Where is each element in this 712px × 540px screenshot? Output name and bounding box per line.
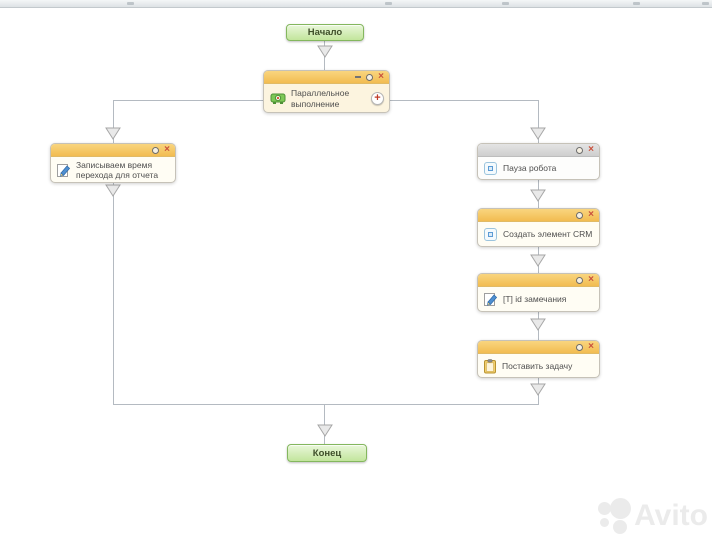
activity-remark-id[interactable]: × [T] id замечания bbox=[477, 273, 600, 312]
parallel-icon bbox=[270, 93, 286, 104]
connector-line bbox=[113, 100, 263, 101]
close-icon[interactable]: × bbox=[588, 209, 594, 220]
avito-watermark: Avito bbox=[598, 498, 708, 534]
task-icon bbox=[484, 358, 496, 373]
close-icon[interactable]: × bbox=[588, 341, 594, 352]
toolbar-remnant-icon bbox=[127, 2, 134, 5]
arrow-down-icon bbox=[530, 127, 546, 140]
activity-header: × bbox=[478, 274, 599, 287]
connector-line bbox=[113, 404, 539, 405]
activity-title: Поставить задачу bbox=[502, 360, 573, 371]
toolbar-remnant-icon bbox=[702, 2, 709, 5]
settings-gear-icon[interactable] bbox=[576, 146, 584, 154]
top-toolbar bbox=[0, 0, 712, 8]
activity-record-time[interactable]: × Записываем время перехода для отчета bbox=[50, 143, 176, 183]
watermark-brand-text: Avito bbox=[634, 499, 708, 532]
settings-gear-icon[interactable] bbox=[576, 343, 584, 351]
activity-header: × bbox=[51, 144, 175, 157]
add-branch-button[interactable]: + bbox=[371, 91, 384, 105]
toolbar-remnant-icon bbox=[385, 2, 392, 5]
activity-header: × bbox=[478, 144, 599, 157]
settings-gear-icon[interactable] bbox=[576, 211, 584, 219]
connector-line bbox=[324, 404, 325, 444]
close-icon[interactable]: × bbox=[588, 274, 594, 285]
settings-gear-icon[interactable] bbox=[576, 276, 584, 284]
edit-document-icon bbox=[484, 293, 498, 306]
activity-create-task[interactable]: × Поставить задачу bbox=[477, 340, 600, 378]
toolbar-remnant-icon bbox=[502, 2, 509, 5]
close-icon[interactable]: × bbox=[378, 71, 384, 82]
end-node-label: Конец bbox=[312, 447, 342, 459]
activity-title: Параллельное выполнение bbox=[291, 88, 350, 109]
activity-parallel-execution[interactable]: × Параллельное выполнение + bbox=[263, 70, 390, 113]
connector-line bbox=[390, 100, 538, 101]
arrow-down-icon bbox=[530, 318, 546, 331]
minimize-icon[interactable] bbox=[355, 76, 362, 78]
arrow-down-icon bbox=[105, 127, 121, 140]
connector-line bbox=[113, 100, 114, 143]
avito-logo-icon bbox=[598, 498, 632, 534]
end-node[interactable]: Конец bbox=[287, 444, 367, 462]
activity-title: Создать элемент CRM bbox=[503, 229, 593, 240]
start-node-label: Начало bbox=[307, 27, 343, 38]
pause-icon bbox=[484, 161, 497, 175]
toolbar-remnant-icon bbox=[633, 2, 640, 5]
activity-title: Пауза робота bbox=[503, 163, 557, 174]
arrow-down-icon bbox=[530, 383, 546, 396]
activity-header: × bbox=[478, 341, 599, 354]
crm-item-icon bbox=[484, 227, 497, 241]
settings-gear-icon[interactable] bbox=[366, 73, 374, 81]
connector-line bbox=[538, 100, 539, 143]
close-icon[interactable]: × bbox=[588, 144, 594, 155]
arrow-down-icon bbox=[530, 254, 546, 267]
close-icon[interactable]: × bbox=[164, 144, 170, 155]
activity-title: [T] id замечания bbox=[503, 294, 567, 305]
arrow-down-icon bbox=[317, 45, 333, 58]
activity-title: Записываем время перехода для отчета bbox=[76, 159, 159, 180]
activity-robot-pause[interactable]: × Пауза робота bbox=[477, 143, 600, 180]
settings-gear-icon[interactable] bbox=[152, 146, 160, 154]
activity-header: × bbox=[264, 71, 389, 84]
arrow-down-icon bbox=[105, 184, 121, 197]
connector-line bbox=[113, 182, 114, 404]
edit-document-icon bbox=[57, 163, 71, 177]
activity-create-crm-item[interactable]: × Создать элемент CRM bbox=[477, 208, 600, 247]
start-node[interactable]: Начало bbox=[286, 24, 364, 41]
arrow-down-icon bbox=[530, 189, 546, 202]
activity-header: × bbox=[478, 209, 599, 222]
arrow-down-icon bbox=[317, 424, 333, 437]
